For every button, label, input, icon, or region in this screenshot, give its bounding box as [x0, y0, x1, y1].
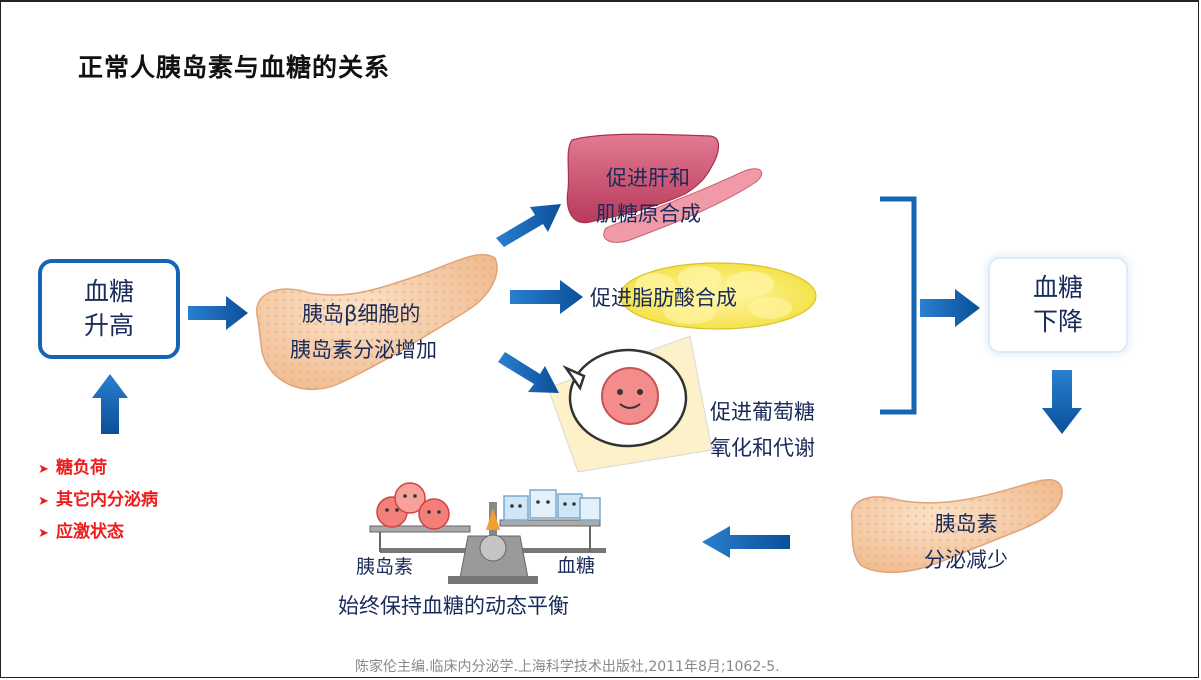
- liver-effect-label: 促进肝和 肌糖原合成: [596, 160, 701, 232]
- arrow-to-glucose: [498, 352, 559, 393]
- triangle-bullet-icon: ➤: [38, 494, 49, 509]
- insulin-decrease-label: 胰岛素 分泌减少: [910, 506, 1022, 578]
- triangle-bullet-icon: ➤: [38, 526, 49, 541]
- arrow-down-to-pancreas: [1042, 370, 1082, 434]
- arrow-to-balance: [702, 526, 790, 558]
- balance-caption: 始终保持血糖的动态平衡: [338, 594, 569, 618]
- balance-right-label: 血糖: [557, 555, 596, 577]
- cause-item: ➤应激状态: [38, 517, 158, 549]
- page-title: 正常人胰岛素与血糖的关系: [78, 53, 391, 82]
- fat-effect-label: 促进脂肪酸合成: [590, 286, 737, 310]
- blood-sugar-high-line1: 血糖: [83, 277, 134, 306]
- arrow-to-liver: [496, 204, 561, 247]
- arrow-bracket-to-box: [920, 289, 980, 327]
- beta-cell-line2: 胰岛素分泌增加: [290, 338, 437, 362]
- liver-effect-line1: 促进肝和: [606, 166, 690, 190]
- pancreas-illustration-bottom: [850, 479, 1063, 574]
- balance-scale-illustration: [369, 482, 606, 584]
- blood-sugar-low-line1: 血糖: [1032, 273, 1083, 302]
- insulin-decrease-line1: 胰岛素: [934, 512, 998, 536]
- glucose-character-illustration: [547, 335, 713, 473]
- blood-sugar-high-line2: 升高: [83, 311, 134, 340]
- glucose-effect-label: 促进葡萄糖 氧化和代谢: [710, 394, 815, 466]
- arrow-box-to-pancreas: [188, 296, 248, 330]
- glucose-effect-line1: 促进葡萄糖: [710, 400, 815, 424]
- balance-left-label: 胰岛素: [356, 556, 414, 578]
- pancreas-illustration-top: [255, 253, 498, 391]
- insulin-decrease-line2: 分泌减少: [924, 548, 1008, 572]
- arrow-to-fat: [510, 280, 583, 314]
- right-bracket: [880, 196, 917, 415]
- cause-item: ➤糖负荷: [38, 453, 158, 485]
- causes-list: ➤糖负荷 ➤其它内分泌病 ➤应激状态: [38, 453, 158, 549]
- triangle-bullet-icon: ➤: [38, 462, 49, 477]
- cause-item: ➤其它内分泌病: [38, 485, 158, 517]
- blood-sugar-high-box: 血糖 升高: [38, 259, 180, 359]
- reference-citation: 陈家伦主编.临床内分泌学.上海科学技术出版社,2011年8月;1062-5.: [355, 659, 780, 675]
- fat-illustration: [619, 262, 817, 330]
- glucose-effect-line2: 氧化和代谢: [710, 436, 815, 460]
- blood-sugar-low-box: 血糖 下降: [988, 257, 1128, 353]
- liver-illustration: [566, 133, 763, 243]
- blood-sugar-low-line2: 下降: [1032, 307, 1083, 336]
- liver-effect-line2: 肌糖原合成: [596, 202, 701, 226]
- arrow-up-causes: [92, 374, 128, 434]
- beta-cell-line1: 胰岛β细胞的: [302, 302, 421, 326]
- beta-cell-label: 胰岛β细胞的 胰岛素分泌增加: [290, 296, 437, 368]
